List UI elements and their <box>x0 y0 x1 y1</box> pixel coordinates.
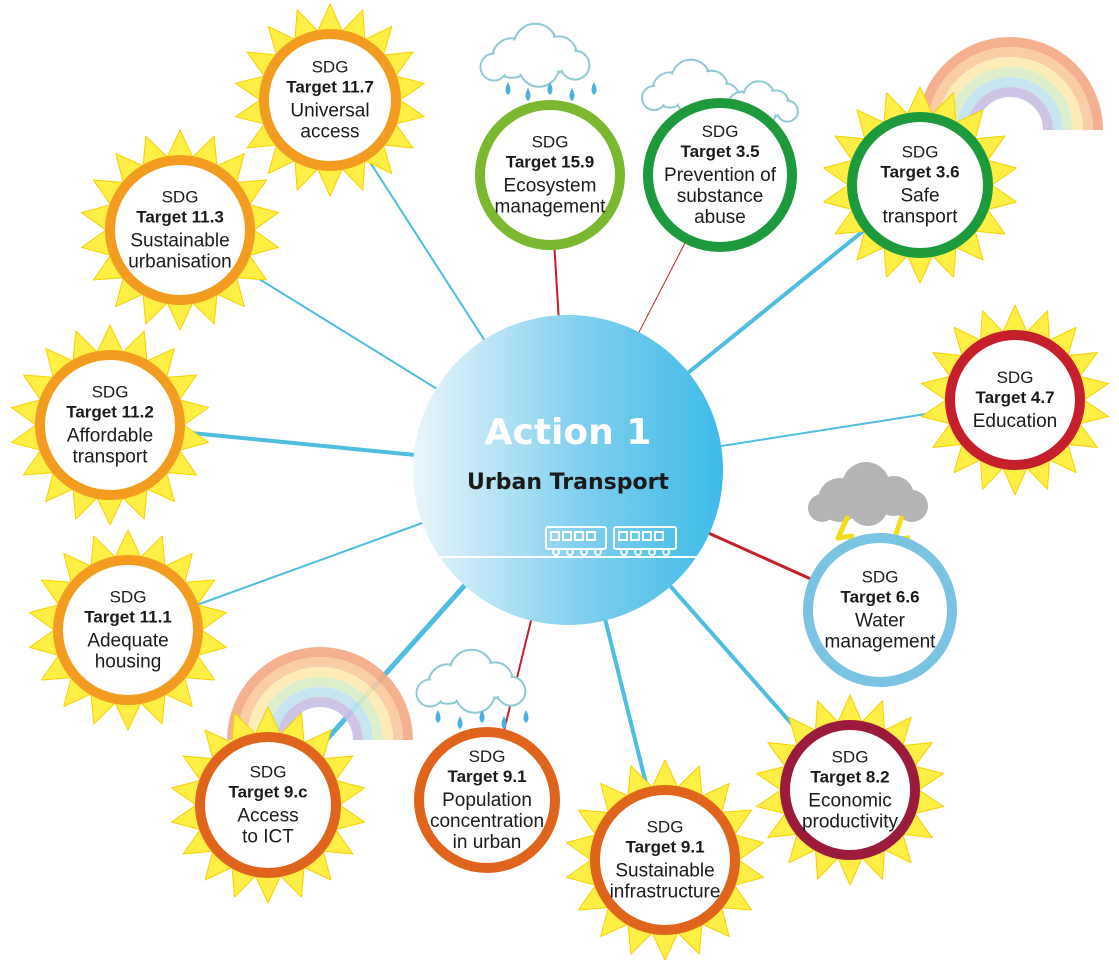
target-number: Target 8.2 <box>810 768 889 787</box>
target-description: Prevention of <box>664 165 777 186</box>
target-description: Access <box>237 806 298 827</box>
target-description: Water <box>855 611 906 632</box>
cloud-icon <box>415 648 527 714</box>
target-description: productivity <box>802 812 899 833</box>
target-number: Target 4.7 <box>975 388 1054 407</box>
sdg-ring <box>53 555 203 705</box>
sdg-label: SDG <box>997 368 1034 387</box>
sdg-ring <box>643 98 797 252</box>
target-description: Education <box>973 411 1058 432</box>
target-description: transport <box>73 447 149 468</box>
target-description: Population <box>442 790 532 811</box>
sdg-label: SDG <box>902 143 939 162</box>
target-description: infrastructure <box>610 882 721 903</box>
target-number: Target 11.1 <box>84 608 172 627</box>
train-icon <box>545 526 677 556</box>
target-number: Target 9.c <box>228 783 307 802</box>
target-number: Target 9.1 <box>447 767 526 786</box>
target-number: Target 11.2 <box>66 403 154 422</box>
sdg-ring <box>475 100 625 250</box>
target-description: Affordable <box>67 426 153 447</box>
target-description: Sustainable <box>615 861 714 882</box>
sdg-label: SDG <box>702 122 739 141</box>
sdg-label: SDG <box>532 133 569 152</box>
target-description: housing <box>95 652 162 673</box>
target-description: management <box>495 197 607 218</box>
sdg-ring <box>945 330 1085 470</box>
target-description: Universal <box>290 101 369 122</box>
hub-subtitle: Urban Transport <box>467 470 669 495</box>
sdg-ring <box>35 350 185 500</box>
target-description: access <box>300 122 359 143</box>
cloud-icon <box>479 22 591 88</box>
target-number: Target 3.5 <box>680 142 759 161</box>
target-description: Adequate <box>87 631 168 652</box>
cloud-icon <box>641 58 740 117</box>
sdg-label: SDG <box>862 568 899 587</box>
sdg-ring <box>105 155 255 305</box>
target-description: urbanisation <box>128 252 232 273</box>
sdg-ring <box>195 732 341 878</box>
hub-title: Action 1 <box>485 412 652 453</box>
sdg-label: SDG <box>250 763 287 782</box>
target-description: Safe <box>900 186 939 207</box>
target-description: to ICT <box>242 827 294 848</box>
weather-decorations <box>227 22 1103 741</box>
sdg-ring <box>780 720 920 860</box>
rainbow-icon <box>227 647 413 741</box>
sdg-ring <box>259 29 401 171</box>
sdg-ring <box>590 785 740 935</box>
target-number: Target 15.9 <box>506 153 595 172</box>
sdg-ring <box>847 112 993 258</box>
hub-action-1: Action 1 Urban Transport <box>413 315 723 625</box>
sdg-ring <box>414 727 560 873</box>
target-description: management <box>825 632 937 653</box>
sdg-label: SDG <box>92 383 129 402</box>
sdg-ring <box>803 533 957 687</box>
target-description: substance <box>677 186 764 207</box>
target-description: Economic <box>808 791 891 812</box>
target-number: Target 11.7 <box>286 78 374 97</box>
target-description: concentration <box>430 811 544 832</box>
raindrops-icon <box>505 82 597 101</box>
target-description: abuse <box>694 207 746 228</box>
target-description: transport <box>883 207 959 228</box>
sdg-label: SDG <box>162 188 199 207</box>
target-description: Ecosystem <box>504 176 597 197</box>
target-description: in urban <box>453 832 522 853</box>
raindrops-icon <box>435 710 529 729</box>
sdg-label: SDG <box>647 818 684 837</box>
sdg-label: SDG <box>832 748 869 767</box>
sdg-label: SDG <box>110 588 147 607</box>
sdg-label: SDG <box>469 747 506 766</box>
target-number: Target 11.3 <box>136 208 224 227</box>
target-description: Sustainable <box>130 231 229 252</box>
target-number: Target 6.6 <box>840 588 919 607</box>
target-number: Target 9.1 <box>625 838 704 857</box>
target-number: Target 3.6 <box>880 163 959 182</box>
sdg-label: SDG <box>312 58 349 77</box>
storm-cloud-icon <box>808 462 928 561</box>
